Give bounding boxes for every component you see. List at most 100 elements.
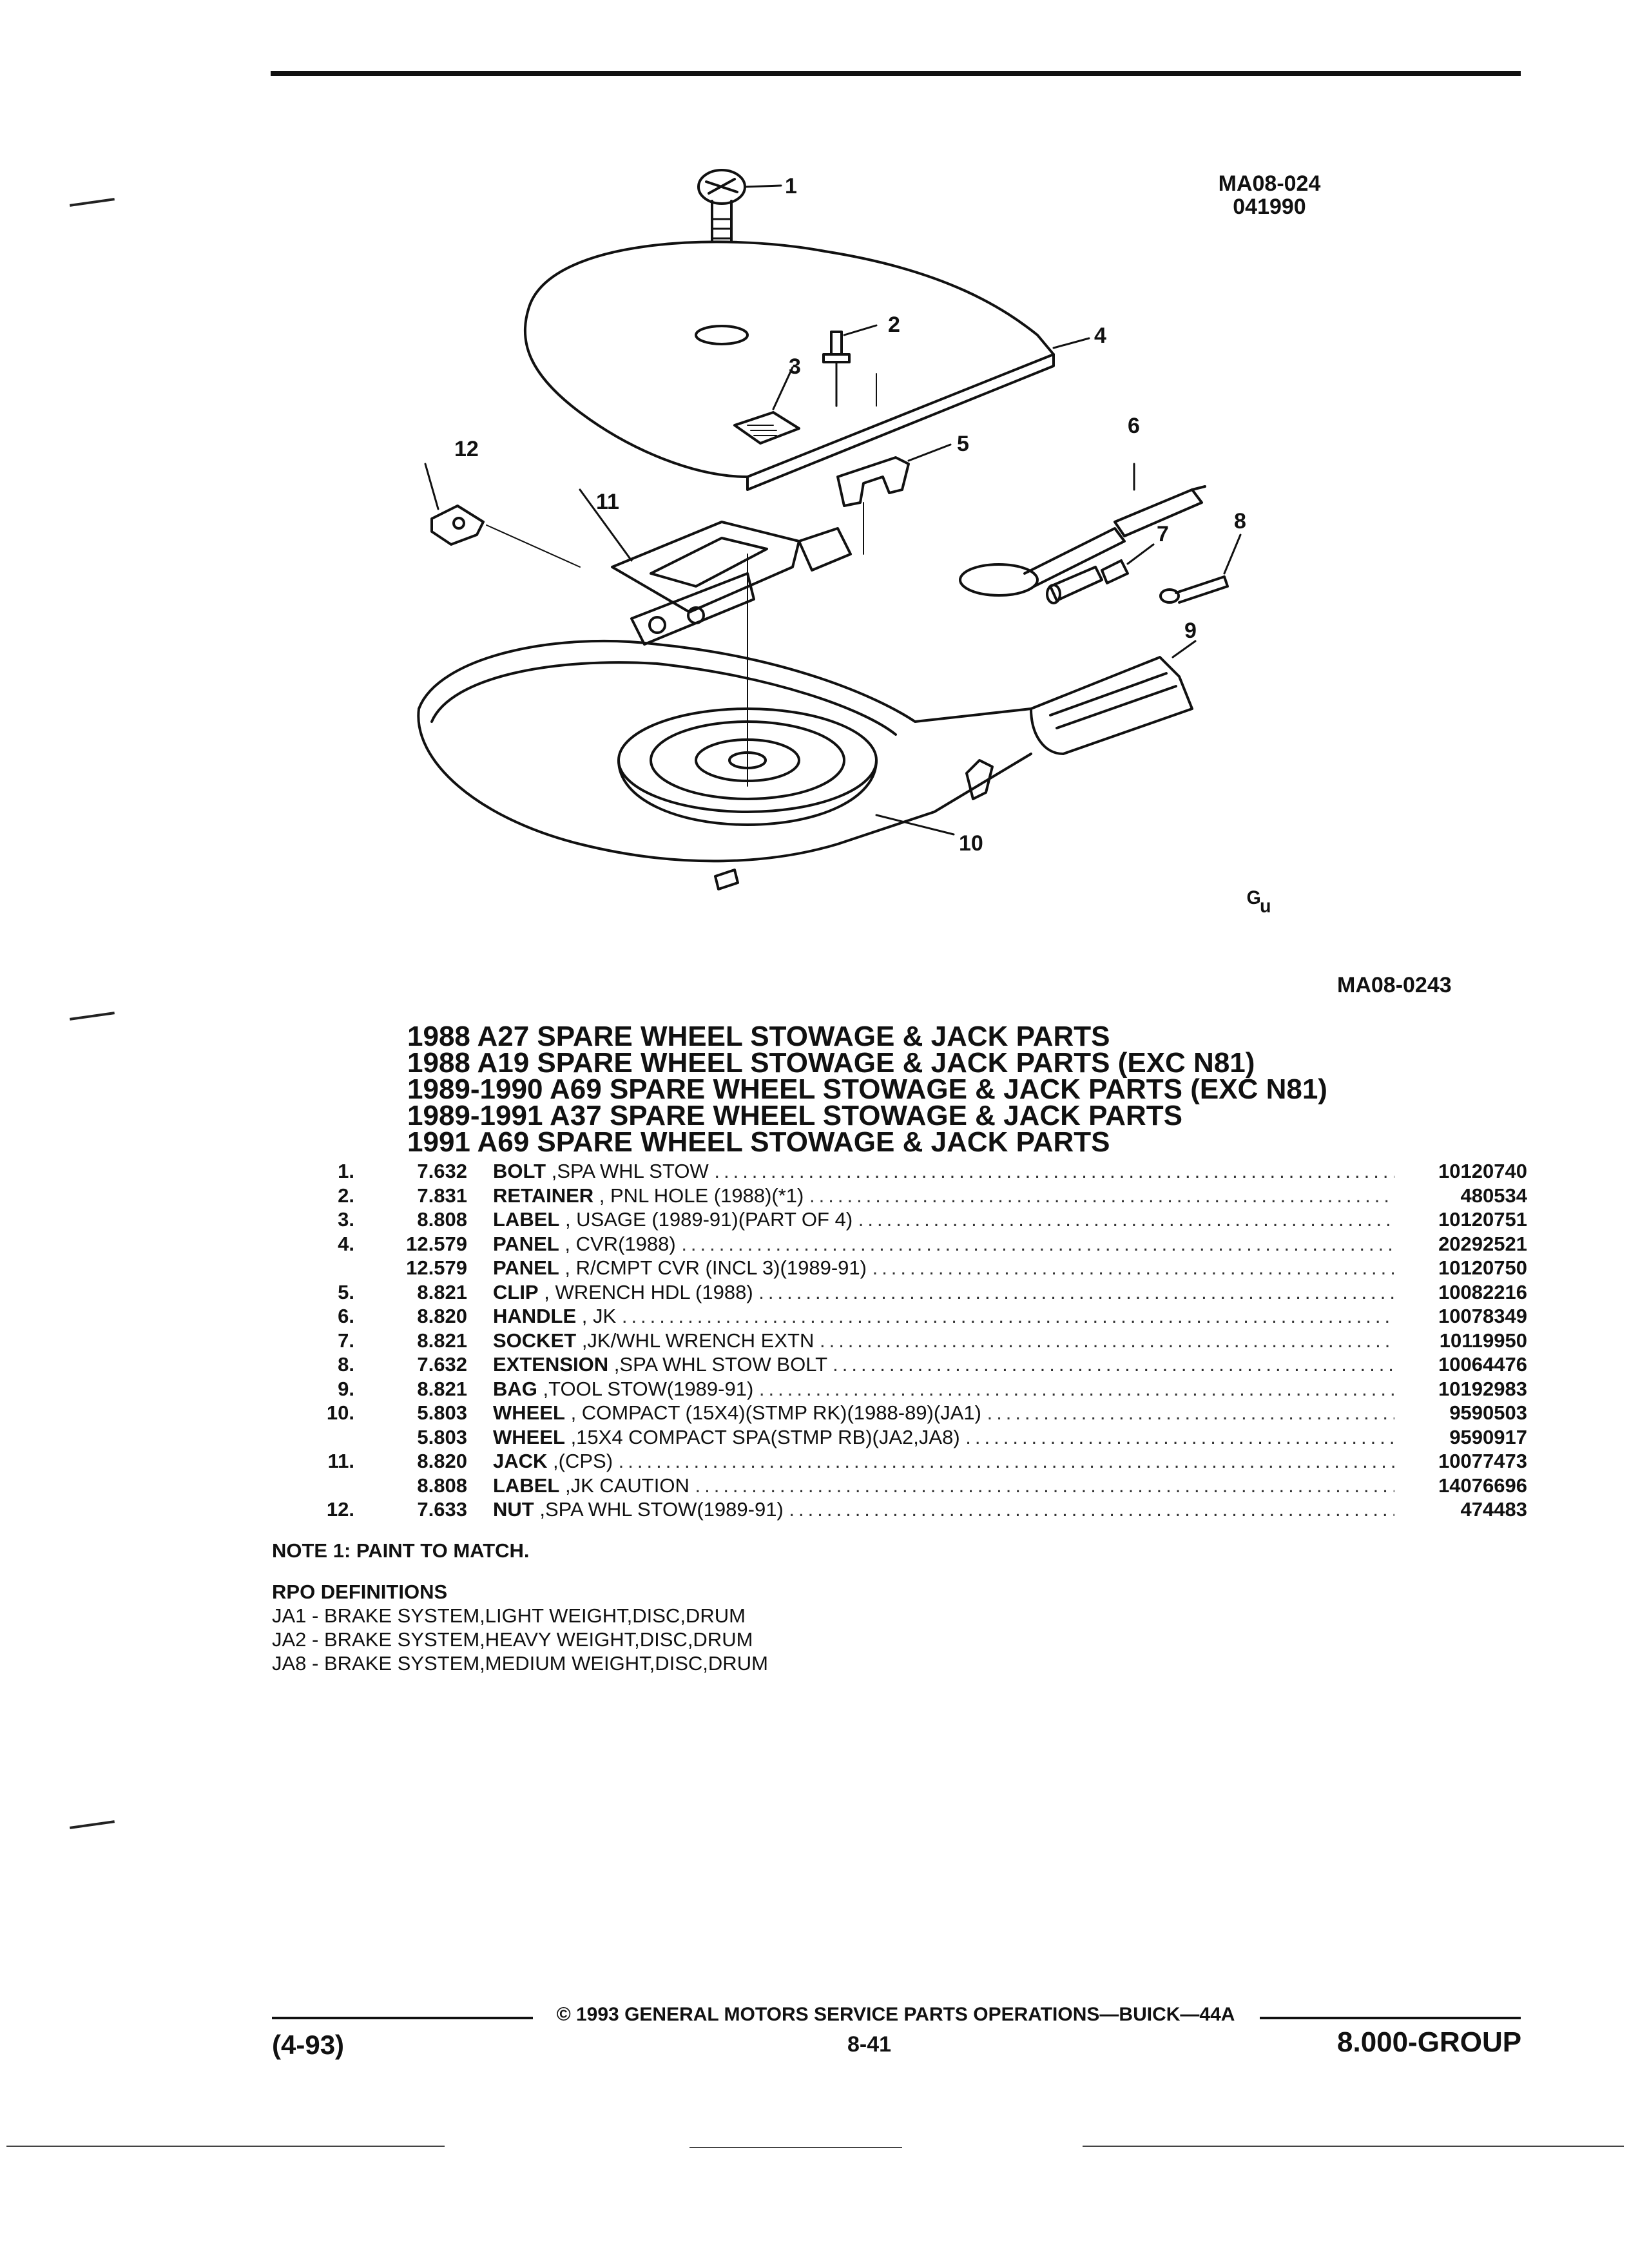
callout-12: 12 [454,437,479,461]
group-code: 5.803 [417,1401,467,1424]
part-detail: ,TOOL STOW(1989-91) [543,1377,754,1400]
part-name: HANDLE [493,1305,577,1327]
part-number: 10082216 [1394,1280,1527,1304]
cover-panel-part [523,240,1090,491]
section-title: 1989-1991 A37 SPARE WHEEL STOWAGE & JACK… [407,1100,1183,1131]
group-code: 7.632 [417,1353,467,1376]
figure-id: MA08-024 041990 [1192,171,1347,219]
part-description: CLIP , WRENCH HDL (1988) ...............… [493,1280,1498,1303]
part-number: 10192983 [1394,1377,1527,1401]
callout-8: 8 [1234,509,1246,533]
top-rule [271,71,1521,76]
part-description: LABEL , USAGE (1989-91)(PART OF 4) .....… [493,1208,1498,1231]
callout-number: 5. [338,1280,354,1303]
part-number: 10078349 [1394,1305,1527,1328]
footer-rule-right [1260,2017,1521,2019]
part-name: SOCKET [493,1329,577,1352]
jack-handle-part [959,463,1206,597]
part-name: LABEL [493,1474,560,1497]
part-description: HANDLE , JK ............................… [493,1305,1498,1327]
spare-wheel-part [417,639,1032,890]
section-title: 1989-1990 A69 SPARE WHEEL STOWAGE & JACK… [407,1073,1327,1105]
callout-10: 10 [959,831,983,856]
group-code: 7.831 [417,1184,467,1207]
callout-number: 9. [338,1377,354,1400]
callout-number: 7. [338,1329,354,1352]
part-name: PANEL [493,1232,559,1255]
group-code: 7.633 [417,1498,467,1521]
callout-number: 4. [338,1232,354,1255]
retainer-part [822,324,878,407]
jack-part [579,488,852,787]
part-description: EXTENSION ,SPA WHL STOW BOLT ...........… [493,1353,1498,1376]
part-detail: ,SPA WHL STOW(1989-91) [539,1498,784,1521]
part-detail: ,JK CAUTION [564,1474,689,1497]
figure-id-line1: MA08-024 [1218,171,1321,196]
group-code: 12.579 [406,1256,467,1279]
tool-bag-part [1030,640,1197,755]
figure-id-line2: 041990 [1233,194,1306,219]
callout-number: 8. [338,1353,354,1376]
part-number: 14076696 [1394,1474,1527,1497]
part-detail: ,SPA WHL STOW [551,1160,709,1182]
part-number: 474483 [1394,1498,1527,1521]
margin-mark [70,1820,115,1829]
part-description: NUT ,SPA WHL STOW(1989-91) .............… [493,1498,1498,1521]
callout-4: 4 [1094,323,1106,348]
callout-5: 5 [957,432,969,456]
part-number: 10120751 [1394,1208,1527,1231]
gm-logo: ᴳᵤ [1247,886,1271,916]
part-detail: ,15X4 COMPACT SPA(STMP RB)(JA2,JA8) [570,1425,960,1448]
part-description: BAG ,TOOL STOW(1989-91) ................… [493,1377,1498,1400]
group-code: 5.803 [417,1425,467,1448]
rpo-heading: RPO DEFINITIONS [272,1581,448,1603]
extension-bolt-part [1159,533,1242,604]
callout-number: 10. [326,1401,354,1424]
part-name: EXTENSION [493,1353,609,1376]
parts-row: 5.803 WHEEL ,15X4 COMPACT SPA(STMP RB)(JA… [296,1425,1527,1450]
part-description: SOCKET ,JK/WHL WRENCH EXTN .............… [493,1329,1498,1352]
part-name: CLIP [493,1280,539,1303]
group-code: 8.821 [417,1280,467,1303]
parts-row: 11. 8.820 JACK ,(CPS) ....................… [296,1450,1527,1474]
exploded-parts-diagram: 1 2 3 4 5 6 7 8 9 10 11 12 [417,169,1246,890]
footer-group: 8.000-GROUP [1337,2026,1522,2058]
group-code: 8.808 [417,1208,467,1231]
clip-part [836,443,952,555]
callout-11: 11 [596,490,619,514]
nut-part [424,463,581,568]
part-description: PANEL , CVR(1988) ......................… [493,1232,1498,1255]
part-description: WHEEL ,15X4 COMPACT SPA(STMP RB)(JA2,JA8… [493,1425,1498,1448]
footer-page-number: 8-41 [847,2032,892,2057]
part-description: JACK ,(CPS) ............................… [493,1450,1498,1472]
part-description: PANEL , R/CMPT CVR (INCL 3)(1989-91) ...… [493,1256,1498,1279]
part-number: 10077473 [1394,1450,1527,1473]
rpo-definitions: RPO DEFINITIONS JA1 - BRAKE SYSTEM,LIGHT… [272,1580,768,1675]
part-name: WHEEL [493,1425,565,1448]
callout-number: 11. [327,1450,354,1472]
callout-9: 9 [1184,619,1197,643]
part-description: RETAINER , PNL HOLE (1988)(*1) .........… [493,1184,1498,1207]
section-title: 1988 A27 SPARE WHEEL STOWAGE & JACK PART… [407,1021,1110,1052]
footer-rule-left [272,2017,533,2019]
group-code: 8.821 [417,1329,467,1352]
part-detail: , USAGE (1989-91)(PART OF 4) [564,1208,853,1231]
part-number: 10119950 [1394,1329,1527,1352]
part-detail: , R/CMPT CVR (INCL 3)(1989-91) [564,1256,867,1279]
socket-part [1046,543,1155,604]
group-code: 12.579 [406,1232,467,1255]
callout-number: 6. [338,1305,354,1327]
group-code: 8.820 [417,1450,467,1472]
callout-1: 1 [785,174,797,198]
section-title: 1988 A19 SPARE WHEEL STOWAGE & JACK PART… [407,1047,1255,1079]
part-name: NUT [493,1498,534,1521]
part-detail: , WRENCH HDL (1988) [544,1280,753,1303]
part-number: 480534 [1394,1184,1527,1207]
note: NOTE 1: PAINT TO MATCH. [272,1539,530,1562]
part-name: JACK [493,1450,548,1472]
part-name: LABEL [493,1208,560,1231]
